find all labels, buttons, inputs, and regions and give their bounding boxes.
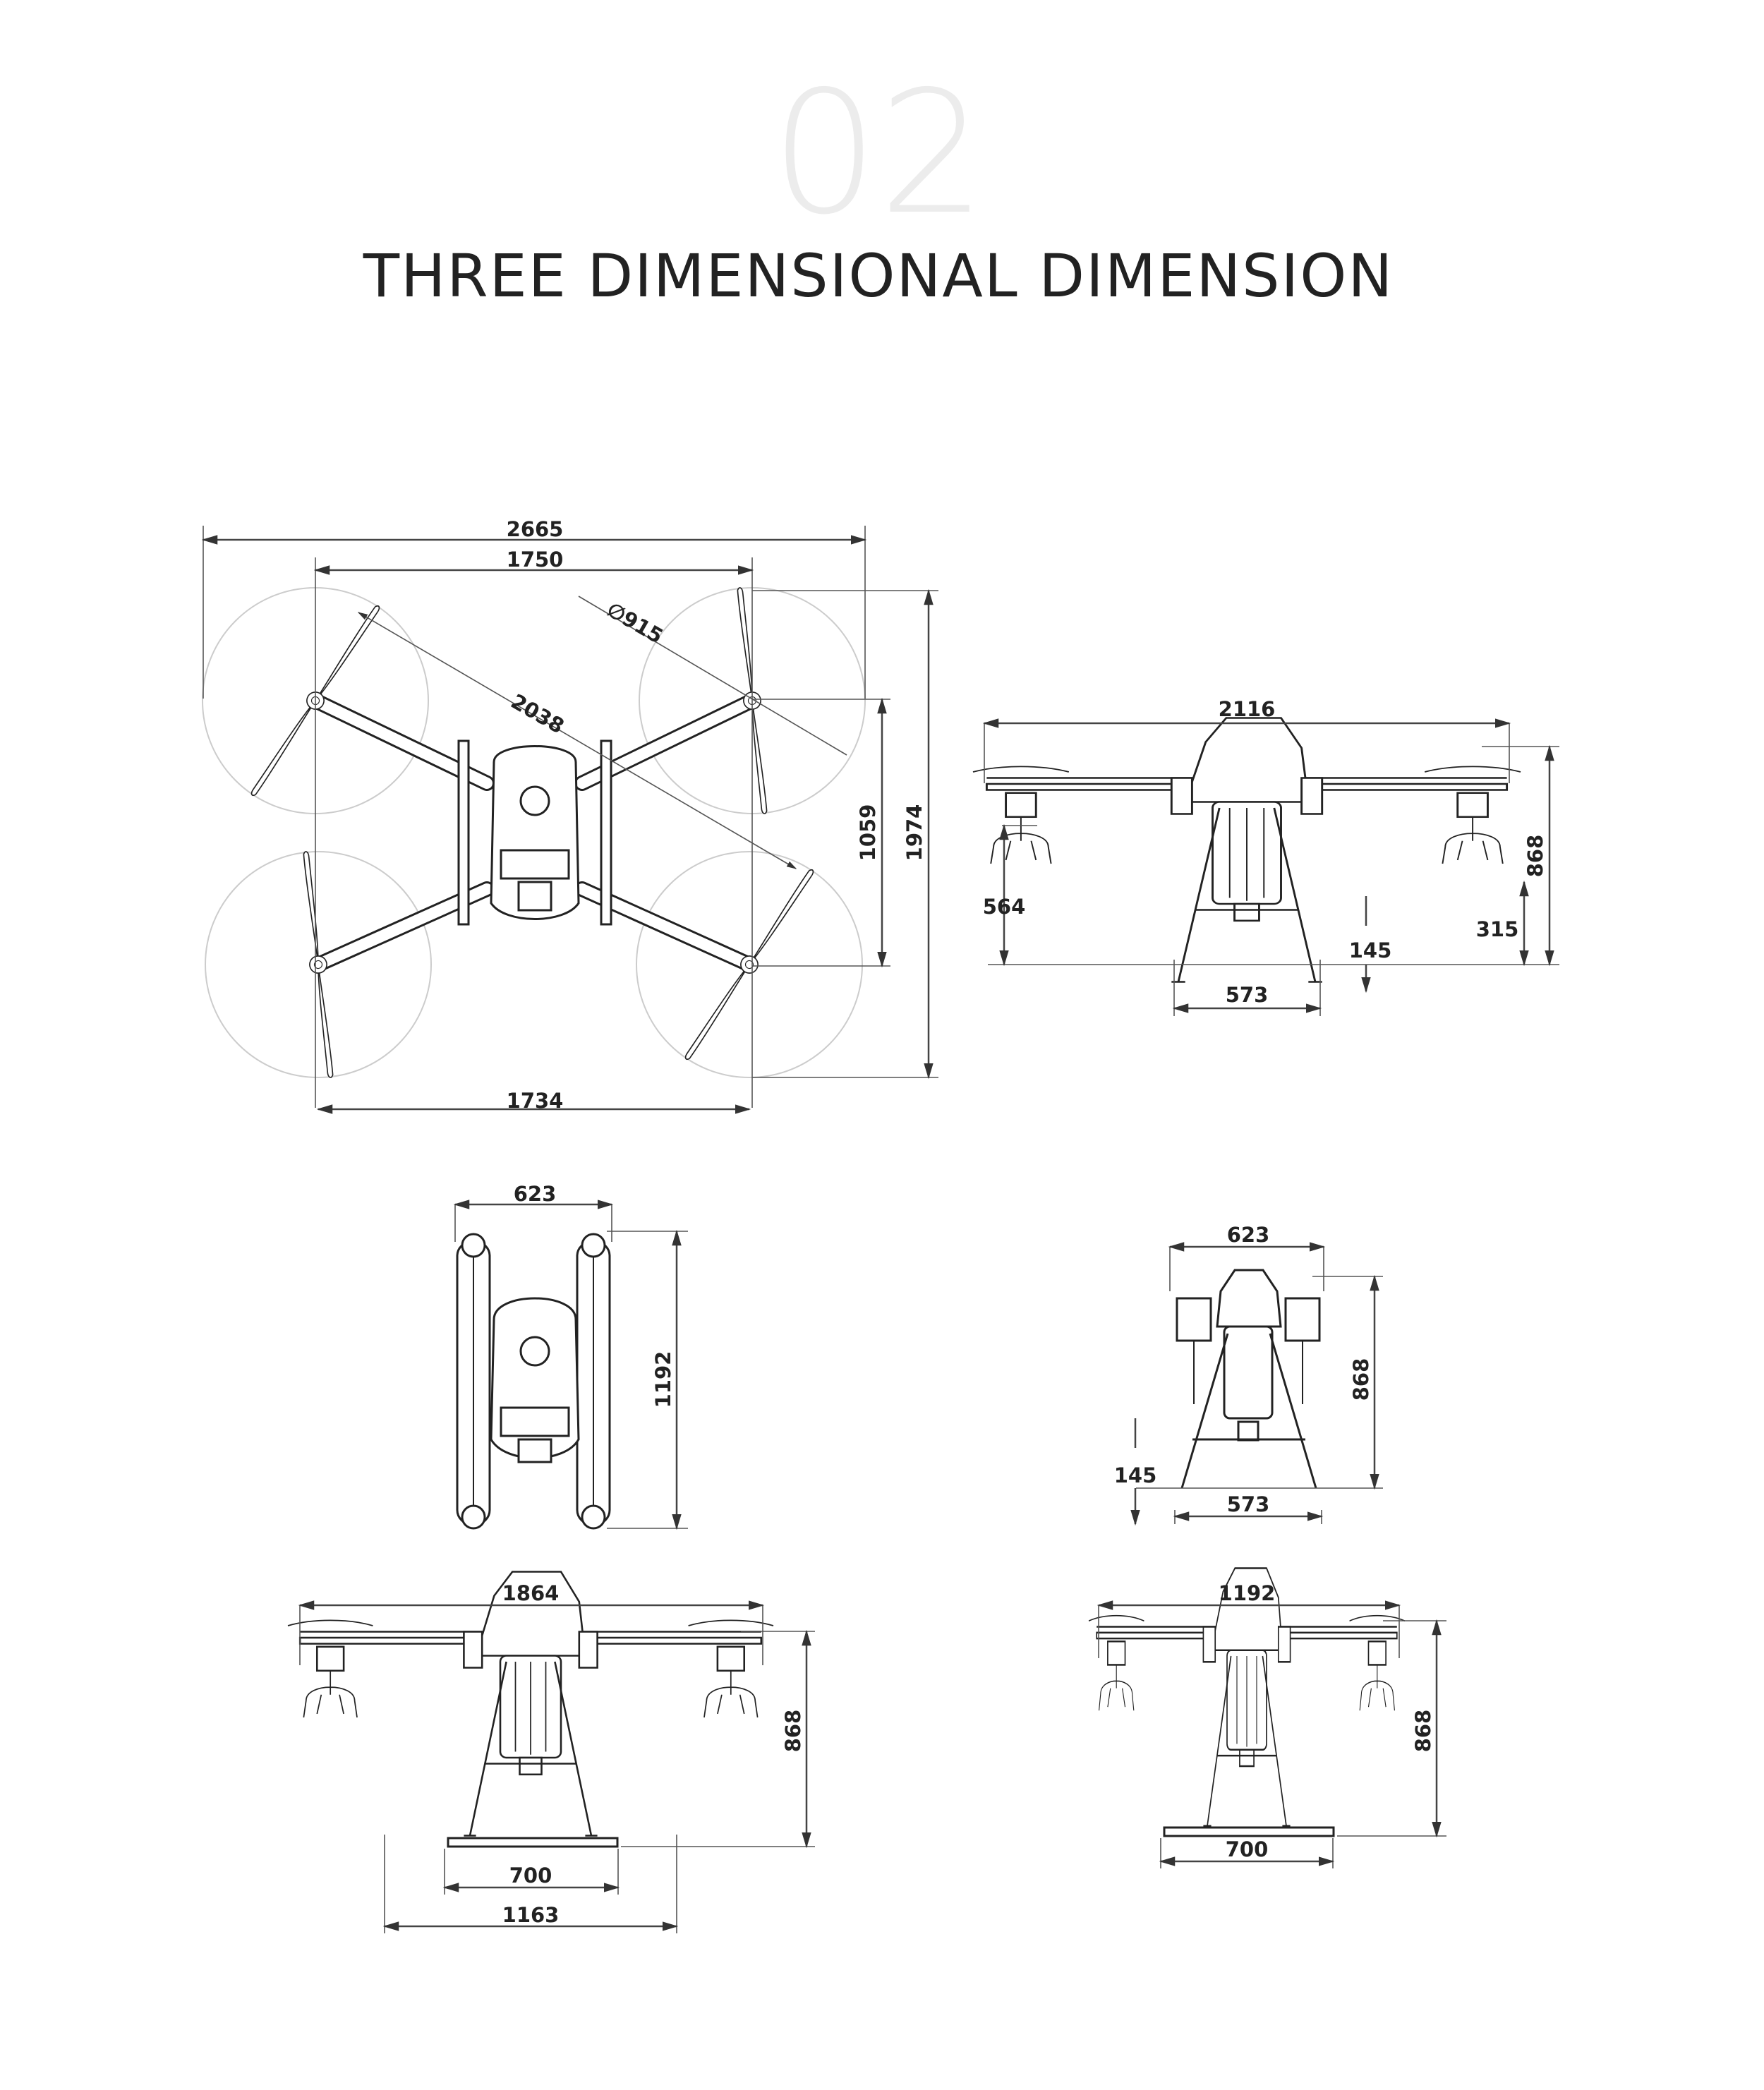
drone-folded-front-drawing [1176,1269,1321,1489]
dim-nozzle-height: 564 [983,895,1026,919]
drone-folded-top-drawing [456,1233,611,1530]
dim-ground-clearance: 145 [1349,938,1392,962]
propeller-circle [205,851,432,1078]
dim-width: 1864 [502,1581,560,1605]
dim-skid-length: 700 [509,1864,552,1887]
dim-leg-span: 573 [1226,983,1269,1007]
side-view-unfolded: 1864 868 700 1163 [286,1571,815,1933]
drone-front-drawing [972,717,1522,983]
dim-rear-span: 1734 [507,1089,564,1113]
top-view-unfolded: 2665 1750 1734 ∅915 2038 1059 1974 [201,517,938,1114]
dim-diagonal-wheelbase: 2038 [507,689,569,739]
dim-height: 868 [1349,1358,1373,1401]
dim-motor-depth: 1059 [856,804,880,862]
drone-side-folded-drawing [1087,1567,1406,1827]
front-view-unfolded: 2116 868 564 315 145 573 [972,697,1559,1016]
dim-propeller-height: 315 [1476,917,1519,941]
dim-motor-span: 1750 [507,548,564,572]
dim-ground-clearance: 145 [1114,1463,1157,1487]
dim-leg-width: 1163 [502,1903,560,1927]
side-view-folded: 1192 868 700 [1087,1567,1446,1868]
dim-height: 868 [1523,835,1547,878]
dim-height: 868 [781,1710,805,1753]
background-number: 02 [771,54,986,252]
page-title: THREE DIMENSIONAL DIMENSION [363,241,1394,310]
dim-length: 1192 [651,1351,675,1408]
dim-height: 868 [1411,1710,1435,1753]
dim-overall-length: 1974 [902,804,926,862]
dim-width: 623 [514,1182,557,1206]
drone-top-drawing [250,586,818,1079]
dim-width: 2116 [1219,697,1276,721]
dim-width: 623 [1227,1223,1270,1247]
dim-overall-width: 2665 [507,517,564,541]
dim-propeller-diameter: ∅915 [603,598,667,648]
top-view-folded: 623 1192 [453,1182,688,1530]
dim-skid-length: 700 [1226,1837,1269,1861]
drone-side-drawing [286,1571,775,1837]
dim-leg-span: 573 [1227,1492,1270,1516]
front-view-folded: 623 868 145 573 [1114,1223,1383,1524]
dim-width: 1192 [1219,1581,1276,1605]
